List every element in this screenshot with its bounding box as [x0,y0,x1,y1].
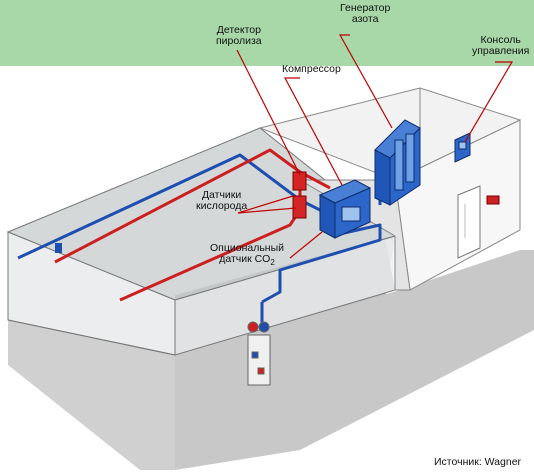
pyrolysis-detector-unit [292,171,307,219]
co2-subscript: 2 [270,258,275,268]
co2-prefix: датчик CO [219,253,271,265]
label-control-console: Консоль управления [472,34,530,57]
source-credit: Источник: Wagner [434,456,522,468]
header-band [0,0,534,66]
compressor-unit [318,179,372,239]
ground-plane-right [175,250,534,470]
label-nitrogen-generator: Генератор азота [340,2,391,25]
door [457,185,481,259]
extinguishing-panel [247,321,271,386]
nitrogen-generator-unit [374,119,421,206]
label-compressor: Компрессор [282,63,341,75]
hall-sampling-point [55,243,62,253]
leader-lines [236,34,514,259]
label-pyrolysis-detector: Детектор пиролиза [216,24,262,47]
label-co2-sensor: Опциональный датчик CO2 [210,242,285,268]
label-oxygen-sensors: Датчики кислорода [196,189,248,212]
ground-plane [8,320,175,470]
door-alarm [486,195,500,205]
